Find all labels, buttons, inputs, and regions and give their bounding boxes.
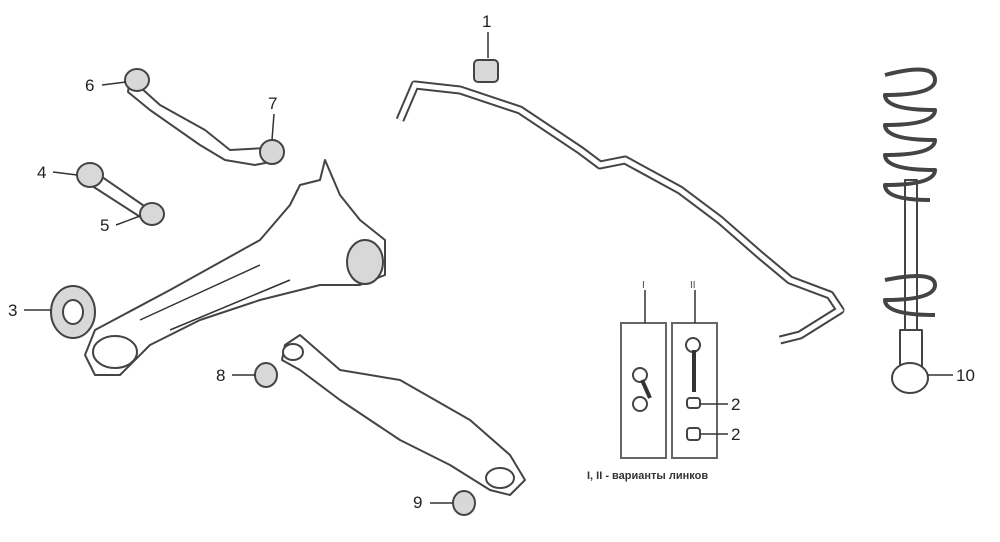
callout-4: 4 — [37, 163, 47, 182]
bushing-8 — [254, 362, 278, 388]
bushing-9 — [452, 490, 476, 516]
callout-3: 3 — [8, 301, 18, 320]
callout-2-upper: 2 — [731, 395, 741, 414]
variant-box-1 — [620, 322, 667, 459]
trailing-arm — [84, 159, 386, 376]
variant-label-1: I — [642, 280, 645, 291]
callout-7: 7 — [268, 94, 278, 113]
callout-10: 10 — [956, 366, 975, 385]
upper-control-arm — [127, 77, 281, 166]
variant-label-2: II — [690, 280, 696, 291]
callout-8: 8 — [216, 366, 226, 385]
callout-2-lower: 2 — [731, 425, 741, 444]
callout-5: 5 — [100, 216, 110, 235]
callout-9: 9 — [413, 493, 423, 512]
callout-6: 6 — [85, 76, 95, 95]
stabilizer-link-variant-2 — [685, 337, 701, 441]
leader-lines — [24, 32, 953, 504]
shock-absorber-spring — [883, 67, 937, 394]
callout-1: 1 — [482, 12, 492, 31]
stabilizer-bar — [395, 80, 845, 345]
lower-control-arm — [281, 334, 526, 496]
stabilizer-link-variant-1 — [632, 367, 652, 412]
stabilizer-bushing — [473, 59, 499, 83]
variants-caption: I, II - варианты линков — [587, 470, 709, 482]
